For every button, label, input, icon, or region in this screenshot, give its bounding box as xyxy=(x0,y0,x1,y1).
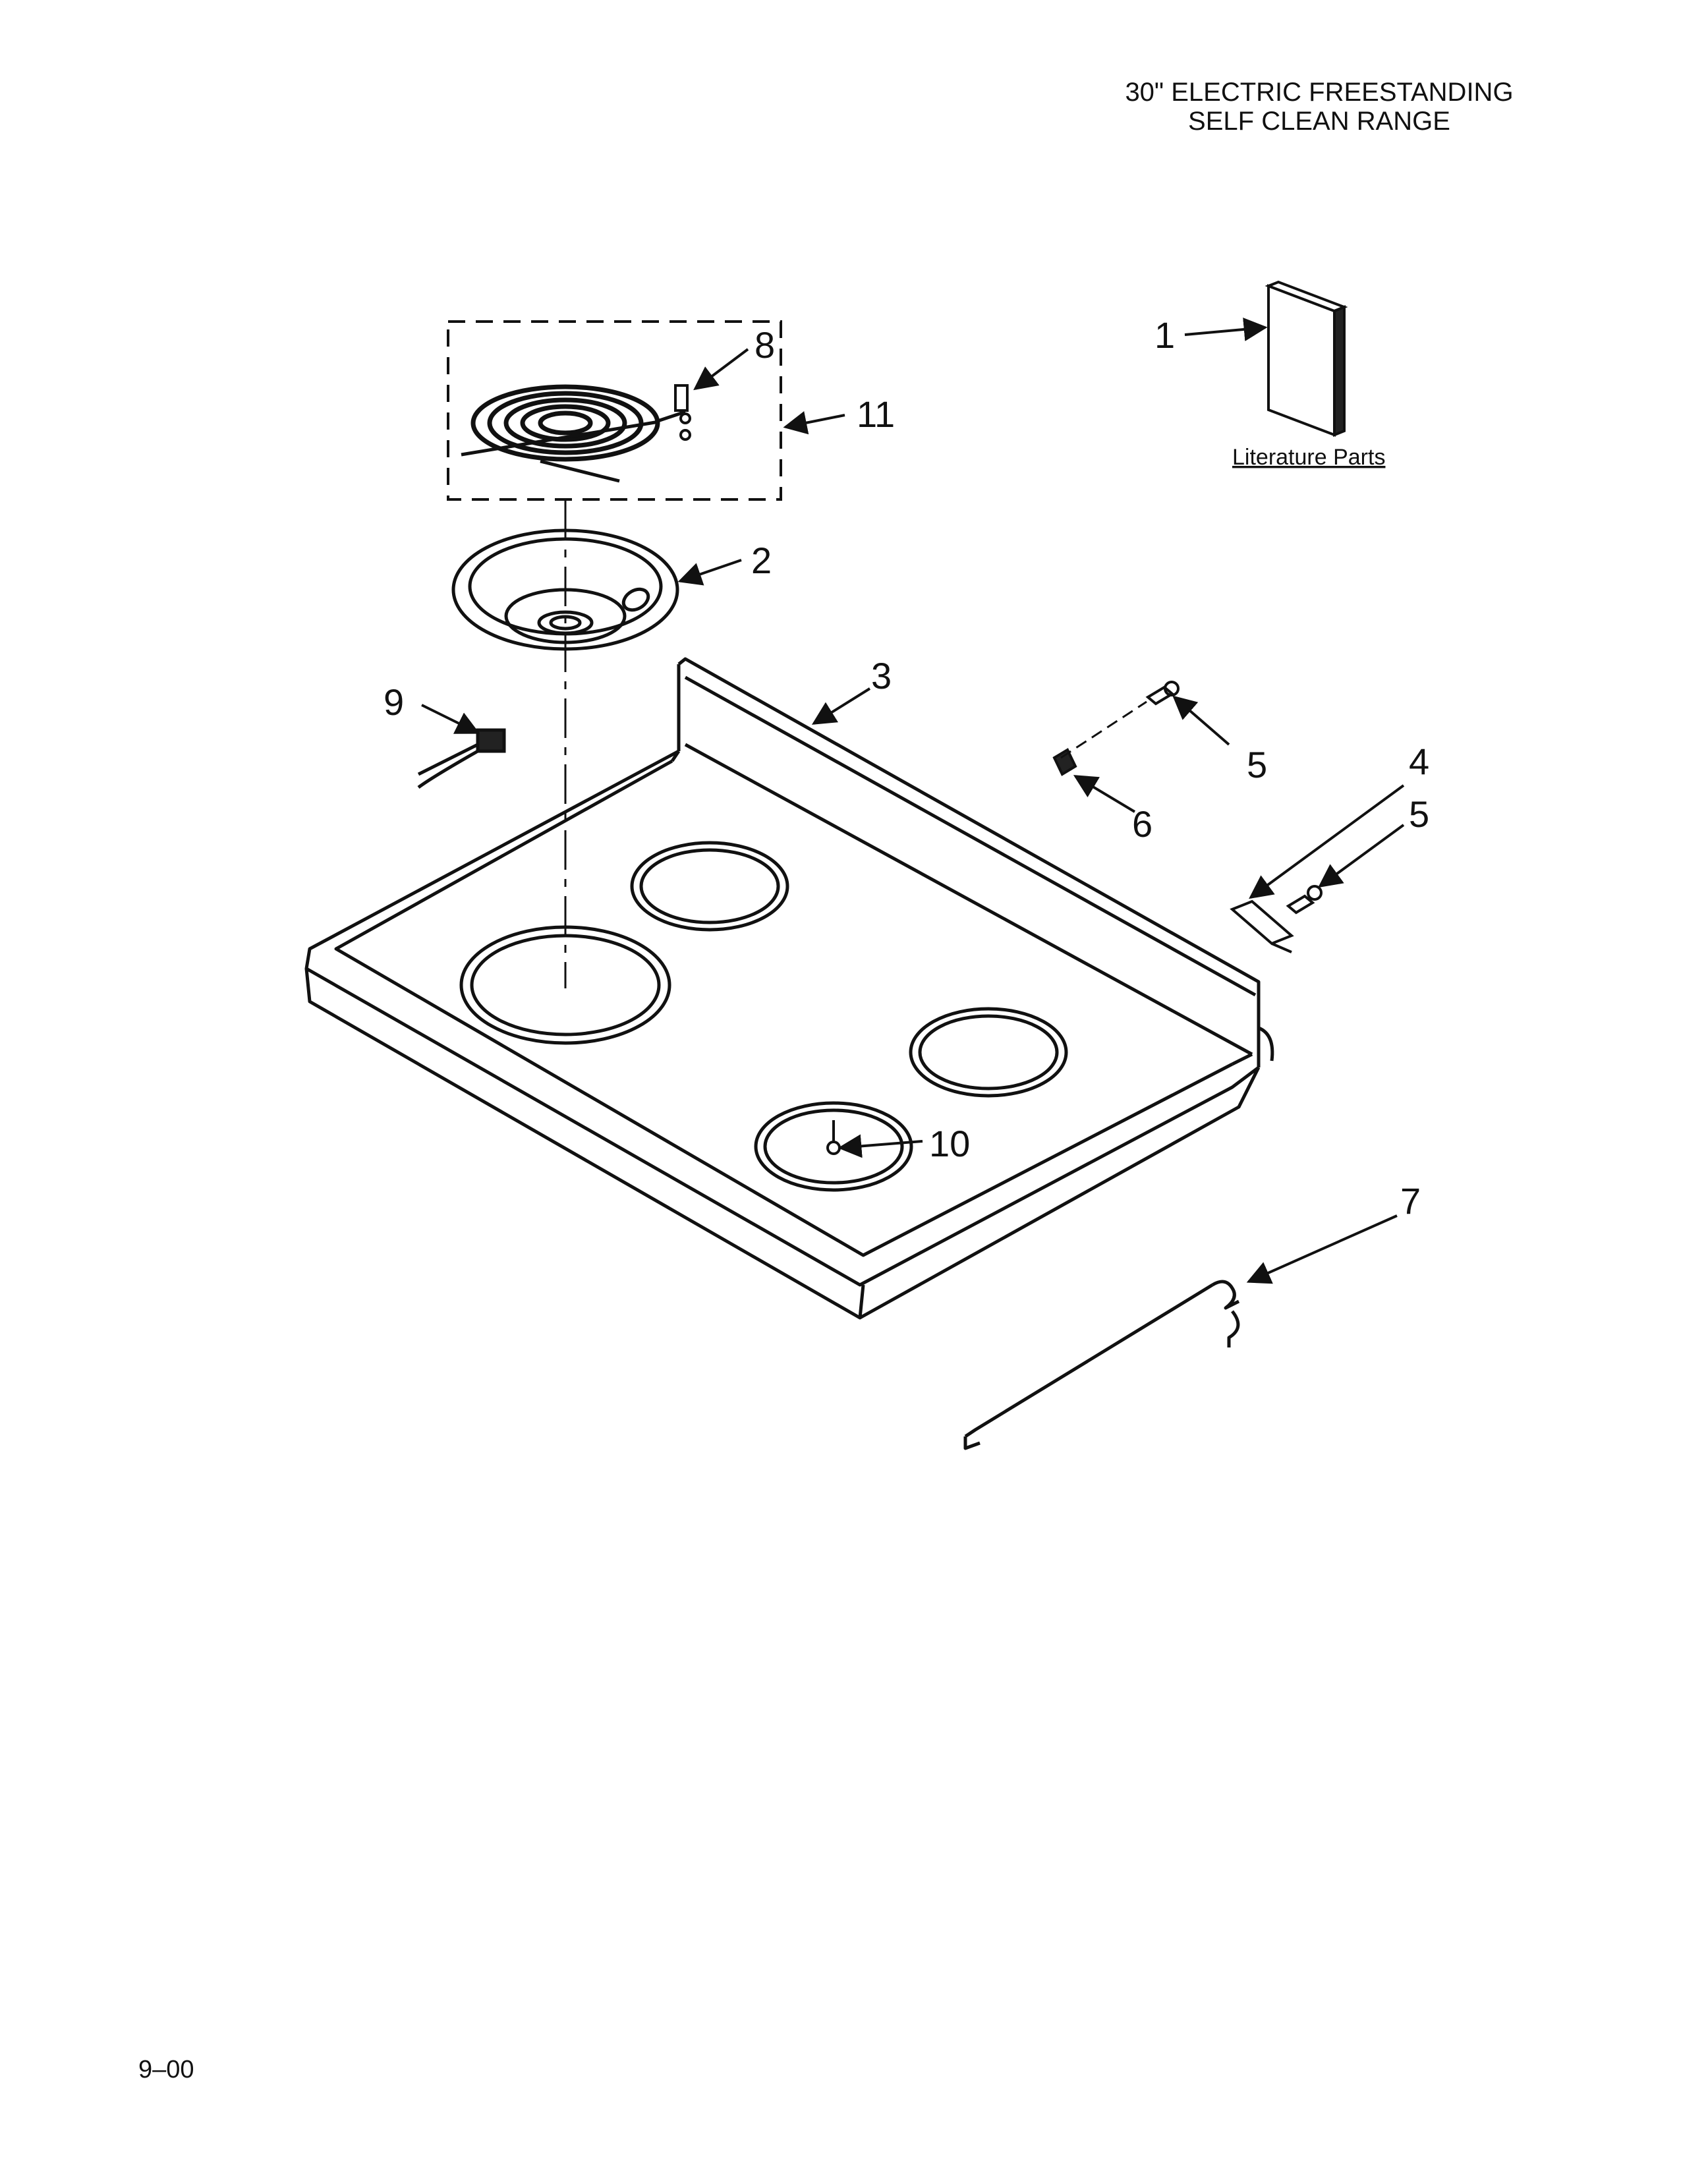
burner-opening-right-rear xyxy=(909,1007,1068,1098)
callout-4: 4 xyxy=(1409,741,1429,782)
callout-1: 1 xyxy=(1154,314,1175,356)
callout-arrows xyxy=(421,317,1405,1284)
surface-element-coil xyxy=(461,384,686,483)
callout-9: 9 xyxy=(384,681,404,723)
callout-8: 8 xyxy=(754,324,775,366)
screw-5-lower xyxy=(1286,885,1323,915)
callout-7: 7 xyxy=(1400,1180,1421,1222)
burner-opening-right-front xyxy=(754,1101,913,1192)
title-line-2: SELF CLEAN RANGE xyxy=(1188,107,1450,136)
callout-6: 6 xyxy=(1132,803,1153,845)
callout-3: 3 xyxy=(871,655,892,696)
callout-10: 10 xyxy=(929,1123,970,1164)
title-line-1: 30" ELECTRIC FREESTANDING xyxy=(1125,78,1514,107)
literature-parts-booklet xyxy=(1265,280,1348,437)
clip-screw-line xyxy=(1060,700,1147,759)
terminal-block xyxy=(674,384,691,441)
rod-7 xyxy=(963,1280,1240,1450)
callout-5-lower: 5 xyxy=(1409,793,1429,835)
screw-10 xyxy=(826,1120,841,1155)
callout-11: 11 xyxy=(857,393,895,435)
burner-opening-left-rear xyxy=(630,841,789,932)
literature-parts-label: Literature Parts xyxy=(1232,445,1385,470)
surface-element-kit-box xyxy=(447,320,782,501)
burner-opening-left-front xyxy=(459,925,671,1045)
clip-6 xyxy=(1052,748,1077,776)
bracket-4 xyxy=(1230,899,1294,953)
screw-5-upper xyxy=(1145,681,1180,706)
wire-connector xyxy=(417,728,506,789)
callout-5-upper: 5 xyxy=(1247,744,1267,785)
callout-2: 2 xyxy=(751,540,772,581)
cooktop xyxy=(304,657,1274,1320)
date-code: 9–00 xyxy=(138,2056,194,2083)
page-title: 30" ELECTRIC FREESTANDING SELF CLEAN RAN… xyxy=(1089,78,1550,136)
